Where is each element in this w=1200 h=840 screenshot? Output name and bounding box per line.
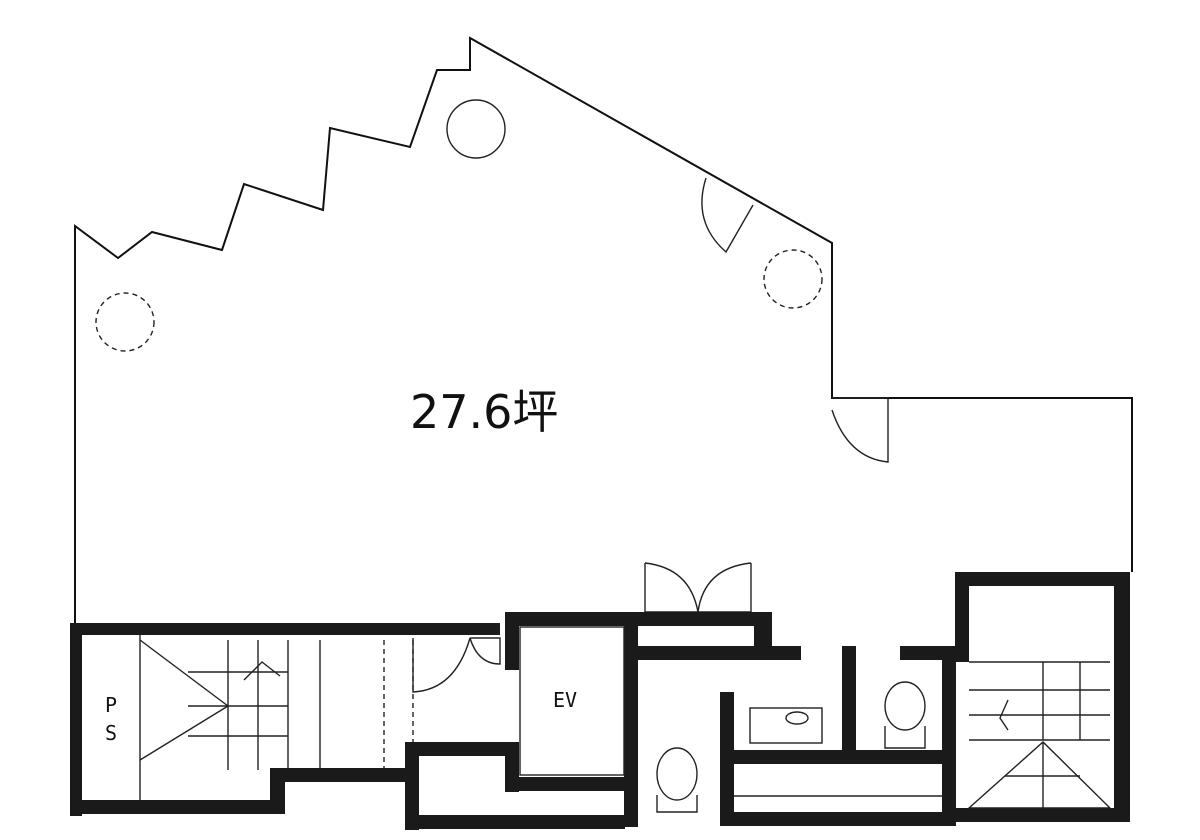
pipe-space-label-bottom: S (105, 721, 117, 745)
entrance-double-door (644, 562, 752, 613)
door-swing (831, 397, 889, 463)
left-stair (139, 635, 414, 800)
door-swing (412, 637, 501, 693)
wash-basin (749, 707, 823, 744)
floor-area-label: 27.6坪 (410, 385, 558, 439)
toilet-room (656, 681, 942, 813)
structural-columns (95, 99, 823, 352)
building-core (70, 572, 1130, 830)
column-circle (446, 99, 506, 159)
door-swing (701, 177, 754, 254)
perimeter-doors (644, 177, 889, 613)
column-circle (95, 292, 155, 352)
right-stair (967, 661, 1112, 809)
office-outline (74, 36, 1133, 625)
ev-shaft (519, 626, 625, 776)
toilet-bowl (884, 681, 926, 731)
toilet-bowl (656, 747, 698, 801)
elevator-label: EV (553, 688, 577, 712)
pipe-space-label-top: P (105, 693, 117, 717)
column-circle (763, 249, 823, 309)
